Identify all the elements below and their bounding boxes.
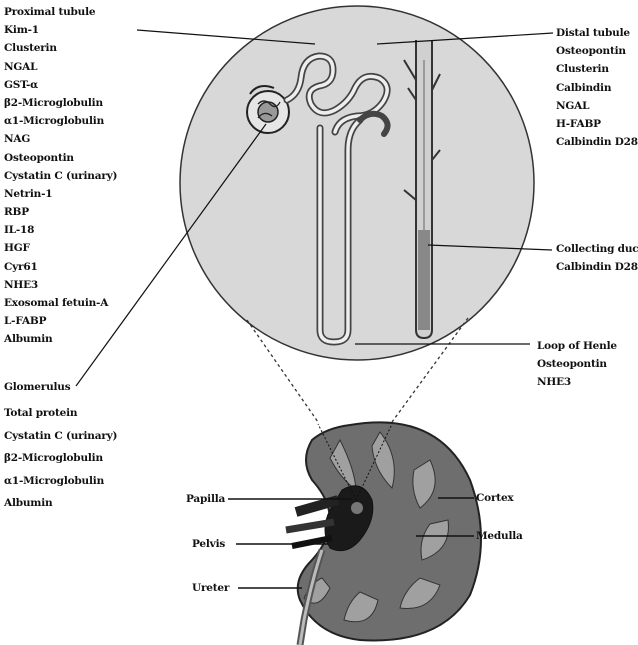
proximal-marker: L-FABP [4,312,117,330]
proximal-marker: NHE3 [4,276,117,294]
medulla-label: Medulla [476,527,523,545]
glomerulus-marker: β2-Microglobulin [4,447,117,470]
proximal-marker: RBP [4,203,117,221]
distal-marker: NGAL [556,97,638,115]
ureter-label: Ureter [192,579,229,597]
distal-tubule-label-block: Distal tubule Osteopontin Clusterin Calb… [556,24,638,151]
collecting-duct-label-block: Collecting duct Calbindin D28 [556,240,638,276]
distal-marker: Calbindin [556,79,638,97]
proximal-marker: Albumin [4,330,117,348]
pelvis-label: Pelvis [192,535,225,553]
distal-tubule-title: Distal tubule [556,24,638,42]
glomerulus-label-block: Total protein Cystatin C (urinary) β2-Mi… [4,402,117,515]
proximal-marker: Cystatin C (urinary) [4,167,117,185]
glomerulus-marker: Total protein [4,402,117,425]
proximal-marker: GST-α [4,76,117,94]
loop-marker: NHE3 [537,373,617,391]
proximal-marker: Osteopontin [4,149,117,167]
proximal-marker: HGF [4,239,117,257]
papilla-label: Papilla [186,490,225,508]
proximal-tubule-label-block: Proximal tubule Kim-1 Clusterin NGAL GST… [4,3,117,349]
proximal-marker: Cyr61 [4,258,117,276]
proximal-marker: Netrin-1 [4,185,117,203]
proximal-marker: Exosomal fetuin-A [4,294,117,312]
loop-of-henle-label-block: Loop of Henle Osteopontin NHE3 [537,337,617,392]
nephron-magnification-circle [180,6,534,360]
proximal-marker: Kim-1 [4,21,117,39]
glomerulus-marker: α1-Microglobulin [4,470,117,493]
proximal-marker: NGAL [4,58,117,76]
proximal-marker: α1-Microglobulin [4,112,117,130]
proximal-tubule-title: Proximal tubule [4,3,117,21]
loop-marker: Osteopontin [537,355,617,373]
proximal-marker: NAG [4,130,117,148]
glomerulus-marker: Cystatin C (urinary) [4,425,117,448]
glomerulus-marker: Albumin [4,492,117,515]
kidney-icon [286,422,481,645]
proximal-marker: IL-18 [4,221,117,239]
glomerulus-title: Glomerulus [4,378,70,396]
cortex-label: Cortex [476,489,513,507]
collecting-duct-marker: Calbindin D28 [556,258,638,276]
distal-marker: H-FABP [556,115,638,133]
distal-marker: Osteopontin [556,42,638,60]
distal-marker: Calbindin D28 [556,133,638,151]
proximal-marker: Clusterin [4,39,117,57]
distal-marker: Clusterin [556,60,638,78]
loop-of-henle-title: Loop of Henle [537,337,617,355]
collecting-duct-title: Collecting duct [556,240,638,258]
proximal-marker: β2-Microglobulin [4,94,117,112]
